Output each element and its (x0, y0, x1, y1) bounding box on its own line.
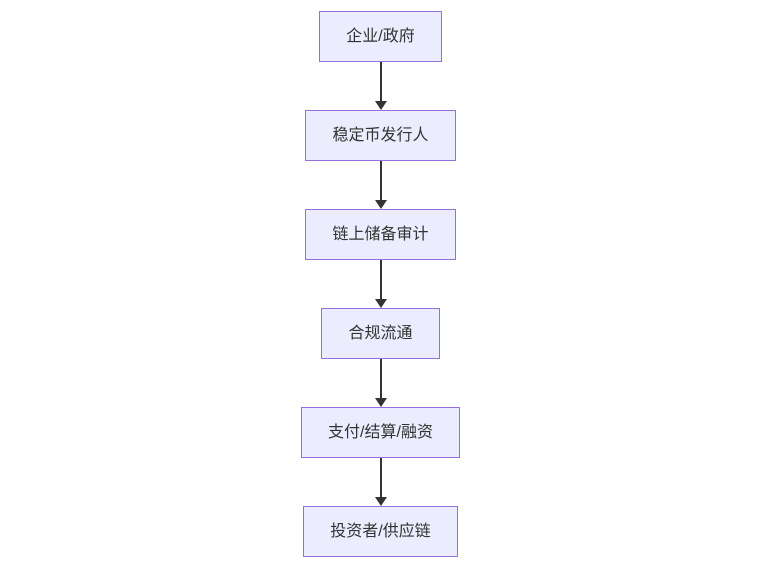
node-label: 链上储备审计 (332, 226, 429, 243)
node-label: 合规流通 (348, 325, 413, 342)
node-label: 支付/结算/融资 (328, 424, 433, 441)
arrow-line (379, 62, 382, 101)
arrowhead-icon (374, 200, 387, 209)
arrowhead-icon (374, 497, 387, 506)
arrowhead-icon (374, 101, 387, 110)
arrowhead-icon (374, 299, 387, 308)
arrowhead-icon (374, 398, 387, 407)
node-compliant-circulation: 合规流通 (321, 308, 440, 359)
flowchart: 企业/政府 稳定币发行人 链上储备审计 合规流通 支付/结算/融 (0, 11, 761, 557)
arrow-down-connector (374, 458, 387, 506)
node-payment-settlement-financing: 支付/结算/融资 (301, 407, 460, 458)
arrow-down-connector (374, 359, 387, 407)
node-label: 投资者/供应链 (330, 523, 431, 540)
node-onchain-reserve-audit: 链上储备审计 (305, 209, 456, 260)
arrow-down-connector (374, 161, 387, 209)
node-label: 稳定币发行人 (332, 127, 429, 144)
arrow-down-connector (374, 260, 387, 308)
arrow-down-connector (374, 62, 387, 110)
arrow-line (379, 359, 382, 398)
arrow-line (379, 458, 382, 497)
node-stablecoin-issuer: 稳定币发行人 (305, 110, 456, 161)
node-label: 企业/政府 (346, 28, 415, 45)
arrow-line (379, 260, 382, 299)
node-investors-supply-chain: 投资者/供应链 (303, 506, 458, 557)
node-enterprise-government: 企业/政府 (319, 11, 442, 62)
arrow-line (379, 161, 382, 200)
